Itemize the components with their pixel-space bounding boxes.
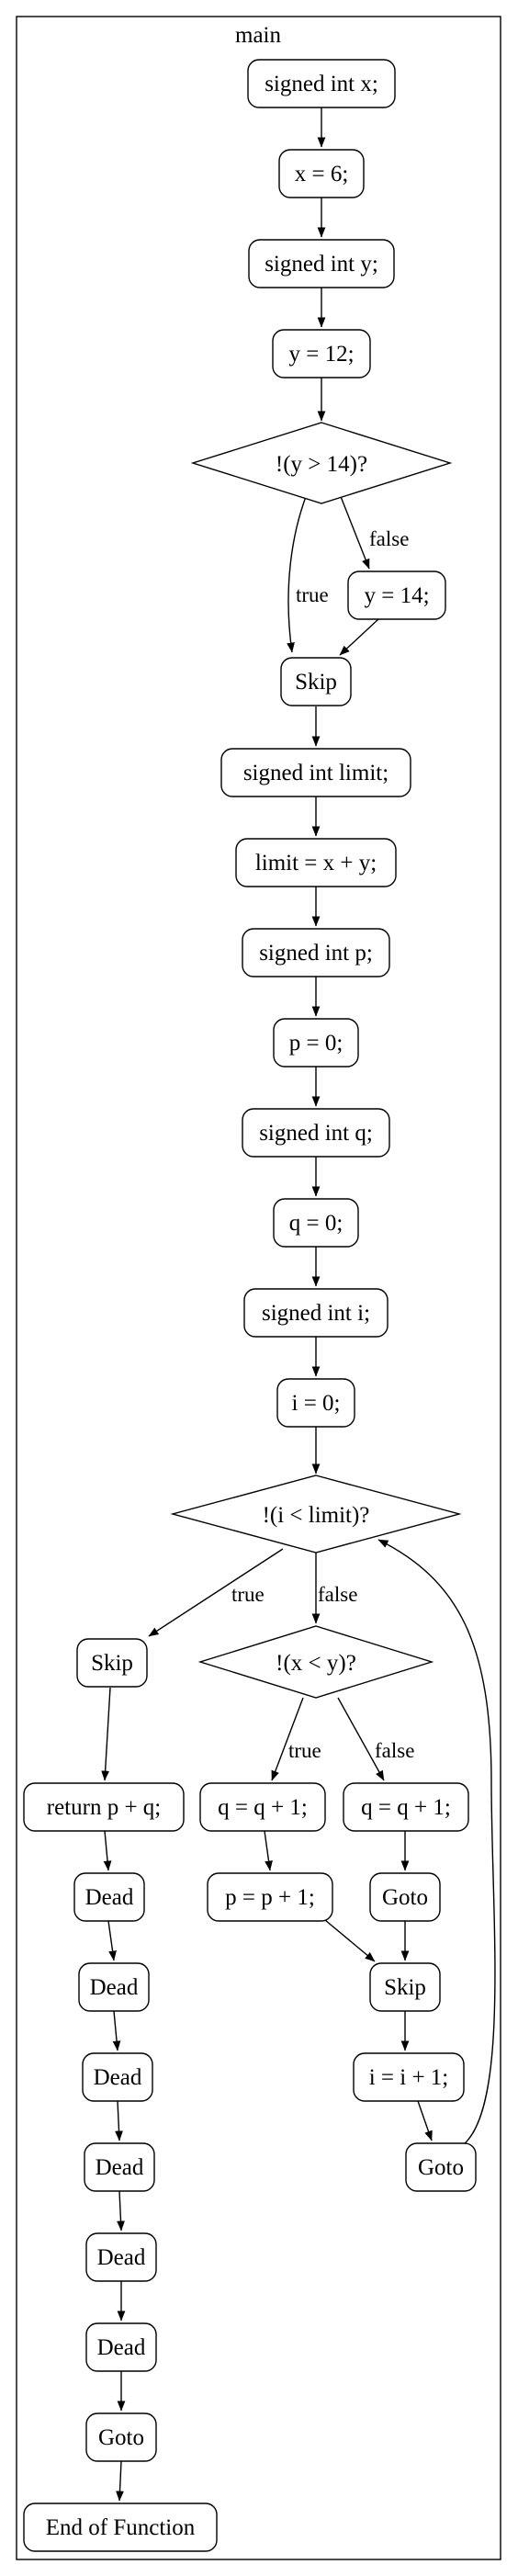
node-q-inc-true-label: q = q + 1; bbox=[218, 1795, 308, 1820]
node-decl-i-box bbox=[243, 1288, 388, 1338]
node-x-assign-box bbox=[278, 149, 365, 198]
node-dead6-box bbox=[85, 2322, 157, 2372]
node-limit-assign-label: limit = x + y; bbox=[255, 851, 377, 876]
node-q-inc-false-label: q = q + 1; bbox=[361, 1795, 451, 1820]
node-goto-end-box bbox=[85, 2412, 157, 2462]
node-p0-label: p = 0; bbox=[289, 1031, 343, 1056]
node-dead2-label: Dead bbox=[90, 1975, 139, 2000]
node-cond-xy-diamond bbox=[197, 1625, 434, 1699]
node-y-assign-box bbox=[272, 329, 371, 378]
edge-label-y-false: false bbox=[369, 527, 409, 550]
node-decl-p-label: signed int p; bbox=[259, 941, 373, 966]
node-dead4-box bbox=[84, 2142, 155, 2192]
node-dead5-label: Dead bbox=[97, 2245, 146, 2270]
node-cond-y-label: !(y > 14)? bbox=[276, 452, 367, 477]
node-dead1-box bbox=[73, 1872, 145, 1922]
node-decl-p-box bbox=[242, 928, 390, 977]
edge-dead2-to-dead3 bbox=[112, 2010, 121, 2051]
edge-return-to-dead1 bbox=[103, 1830, 112, 1871]
node-cond-y-diamond bbox=[190, 422, 453, 504]
node-cond-i-label: !(i < limit)? bbox=[263, 1503, 370, 1528]
node-p0-box bbox=[273, 1018, 359, 1068]
node-skip2-box bbox=[76, 1638, 148, 1688]
node-q-inc-true-box bbox=[199, 1782, 326, 1832]
node-i0-box bbox=[276, 1378, 355, 1428]
edge-skip2-to-return bbox=[101, 1687, 111, 1781]
cluster-title: main bbox=[235, 23, 281, 48]
edge-cond-y-true bbox=[287, 493, 308, 653]
node-cond-i-diamond bbox=[170, 1474, 462, 1554]
edge-cond-xy-false bbox=[337, 1697, 385, 1781]
edge-i-inc-to-goto-loop bbox=[417, 2100, 433, 2141]
node-p-inc-box bbox=[207, 1872, 333, 1922]
node-dead2-box bbox=[78, 1962, 150, 2012]
node-limit-assign-box bbox=[235, 838, 397, 887]
node-decl-x-box bbox=[247, 59, 396, 108]
node-y14-box bbox=[347, 571, 446, 620]
edge-q-true-to-p-inc bbox=[264, 1830, 273, 1871]
edge-label-xy-true: true bbox=[288, 1739, 321, 1762]
node-q-inc-false-box bbox=[343, 1782, 469, 1832]
edge-label-i-false: false bbox=[318, 1583, 357, 1606]
node-decl-q-label: signed int q; bbox=[259, 1121, 373, 1146]
edge-label-xy-false: false bbox=[375, 1739, 414, 1762]
node-dead3-box bbox=[82, 2052, 153, 2102]
node-decl-q-box bbox=[242, 1108, 390, 1158]
node-skip3-label: Skip bbox=[384, 1975, 426, 2000]
node-i0-label: i = 0; bbox=[292, 1391, 341, 1416]
node-goto-end-label: Goto bbox=[98, 2425, 144, 2450]
node-dead1-label: Dead bbox=[85, 1885, 134, 1910]
node-y14-label: y = 14; bbox=[364, 583, 429, 608]
node-goto-inner-label: Goto bbox=[382, 1885, 428, 1910]
edge-p-inc-to-skip3 bbox=[324, 1919, 376, 1962]
node-decl-limit-box bbox=[220, 748, 411, 797]
node-dead4-label: Dead bbox=[96, 2155, 144, 2180]
edge-cond-y-false bbox=[339, 493, 370, 570]
node-dead5-box bbox=[85, 2232, 157, 2282]
node-goto-inner-box bbox=[369, 1872, 441, 1922]
edge-label-i-true: true bbox=[231, 1583, 265, 1606]
node-end-box bbox=[23, 2503, 218, 2552]
node-end-label: End of Function bbox=[46, 2515, 196, 2540]
node-i-inc-label: i = i + 1; bbox=[369, 2065, 449, 2090]
node-skip1-box bbox=[280, 657, 352, 706]
node-skip3-box bbox=[369, 1962, 441, 2012]
node-q0-label: q = 0; bbox=[289, 1211, 343, 1236]
node-goto-loop-label: Goto bbox=[418, 2155, 464, 2180]
edge-dead3-to-dead4 bbox=[115, 2100, 123, 2141]
node-decl-y-box bbox=[248, 239, 395, 288]
node-q0-box bbox=[273, 1198, 359, 1248]
node-x-assign-label: x = 6; bbox=[295, 162, 349, 186]
node-goto-loop-box bbox=[405, 2142, 477, 2192]
edge-goto-loop-back bbox=[377, 1539, 496, 2145]
node-decl-limit-label: signed int limit; bbox=[243, 761, 388, 785]
edge-y14-to-skip1 bbox=[339, 618, 379, 656]
node-decl-i-label: signed int i; bbox=[262, 1301, 370, 1326]
edge-cond-xy-true bbox=[271, 1697, 304, 1781]
node-i-inc-box bbox=[353, 2052, 465, 2102]
node-p-inc-label: p = p + 1; bbox=[225, 1885, 315, 1910]
edges bbox=[101, 107, 496, 2502]
node-decl-x-label: signed int x; bbox=[265, 72, 378, 96]
node-cond-xy-label: !(x < y)? bbox=[276, 1651, 356, 1676]
node-skip1-label: Skip bbox=[295, 670, 337, 695]
edge-dead1-to-dead2 bbox=[107, 1920, 117, 1961]
cluster-frame bbox=[16, 16, 501, 2560]
node-y-assign-label: y = 12; bbox=[288, 342, 354, 367]
edge-label-y-true: true bbox=[296, 583, 329, 606]
node-dead6-label: Dead bbox=[97, 2335, 146, 2360]
edge-goto-end-to-end bbox=[116, 2460, 124, 2502]
node-skip2-label: Skip bbox=[91, 1651, 133, 1676]
edge-dead4-to-dead5 bbox=[117, 2190, 125, 2231]
node-return-label: return p + q; bbox=[47, 1795, 162, 1820]
edge-cond-i-true bbox=[148, 1548, 284, 1637]
node-return-box bbox=[23, 1782, 185, 1832]
node-dead3-label: Dead bbox=[94, 2065, 142, 2090]
node-decl-y-label: signed int y; bbox=[265, 252, 378, 277]
